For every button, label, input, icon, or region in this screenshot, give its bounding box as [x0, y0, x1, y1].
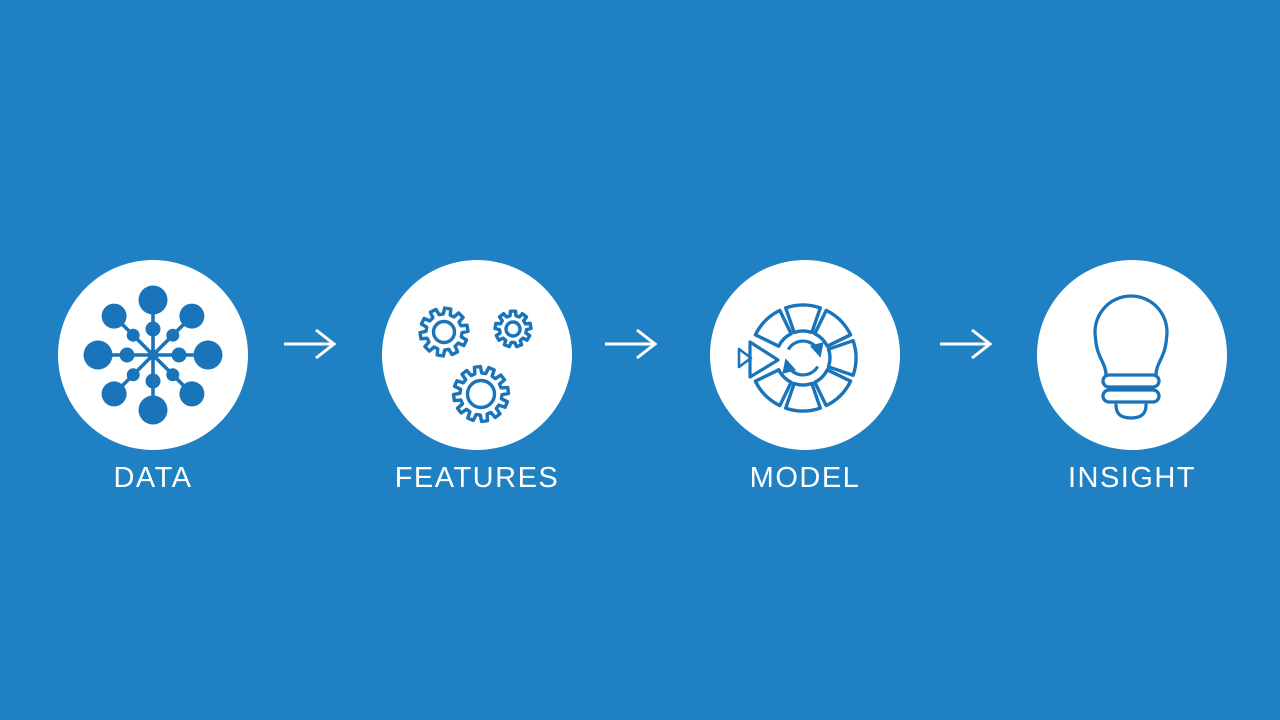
flow-arrow-2 — [603, 328, 663, 360]
lightbulb-icon — [1093, 294, 1169, 420]
arrow-right-icon — [284, 328, 337, 360]
step-circle-data — [58, 260, 248, 450]
step-label-data: DATA — [113, 462, 193, 494]
step-label-features: FEATURES — [394, 462, 560, 494]
arrow-right-icon — [940, 328, 993, 360]
step-label-model: MODEL — [749, 462, 861, 494]
network-dots-icon — [83, 285, 223, 425]
arrow-right-icon — [605, 328, 658, 360]
step-circle-insight — [1037, 260, 1227, 450]
flow-arrow-3 — [938, 328, 998, 360]
model-cycle-icon — [737, 303, 858, 413]
step-label-insight: INSIGHT — [1067, 462, 1197, 494]
flow-arrow-1 — [282, 328, 342, 360]
step-circle-features — [382, 260, 572, 450]
gears-icon — [418, 306, 533, 424]
step-circle-model — [710, 260, 900, 450]
